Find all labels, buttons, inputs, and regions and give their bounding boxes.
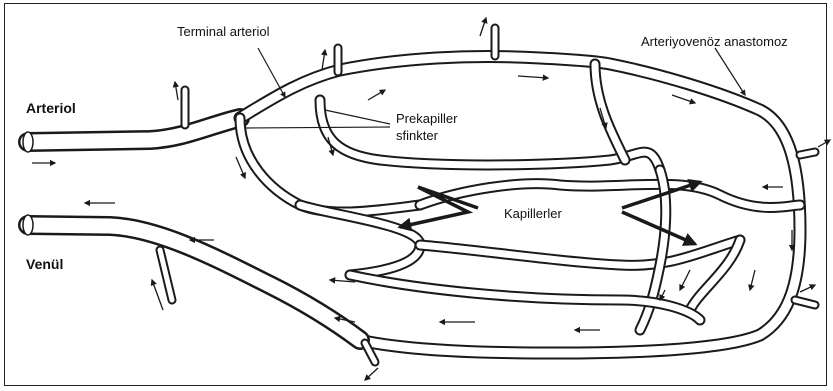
kapillerler-pointer-right-down [622, 212, 695, 244]
flow-arrow-inner-down [680, 270, 690, 290]
leader-terminal-arteriol [258, 48, 285, 97]
flow-arrow-bottom-out [365, 368, 378, 380]
capillary-loops [240, 64, 800, 330]
flow-arrow-left-branch-up [175, 82, 178, 100]
venul-vessel [28, 225, 360, 340]
flow-arrow-loop [368, 90, 385, 100]
label-kapillerler: Kapillerler [504, 206, 562, 221]
label-arteriol: Arteriol [26, 100, 76, 116]
flow-arrow-branch-up2 [480, 18, 486, 36]
flow-arrow-top [518, 76, 548, 78]
flow-arrow-left-down [236, 157, 245, 178]
flow-arrow-inner-down2 [660, 290, 665, 300]
flow-arrow-right-down2 [750, 270, 755, 290]
label-prekapiller: Prekapiller [396, 111, 458, 126]
flow-arrow-right-out-top [818, 140, 830, 147]
label-arteriyovenoz: Arteriyovenöz anastomoz [641, 34, 788, 49]
flow-arrow-top-right [672, 95, 695, 103]
leader-prekapiller-1 [325, 110, 390, 124]
flow-arrow-right-out [800, 285, 815, 292]
leader-prekapiller-2 [245, 127, 390, 128]
flow-arrow-branch-up [322, 50, 325, 70]
arteriol-opening [23, 132, 33, 152]
label-venul: Venül [26, 256, 63, 272]
venul-opening [23, 215, 33, 235]
vessel-network [23, 28, 815, 362]
flow-arrow-venul-branch [152, 280, 163, 310]
label-terminal-arteriol: Terminal arteriol [177, 24, 270, 39]
label-sfinkter: sfinkter [396, 128, 439, 143]
arteriol-vessel [28, 118, 240, 142]
